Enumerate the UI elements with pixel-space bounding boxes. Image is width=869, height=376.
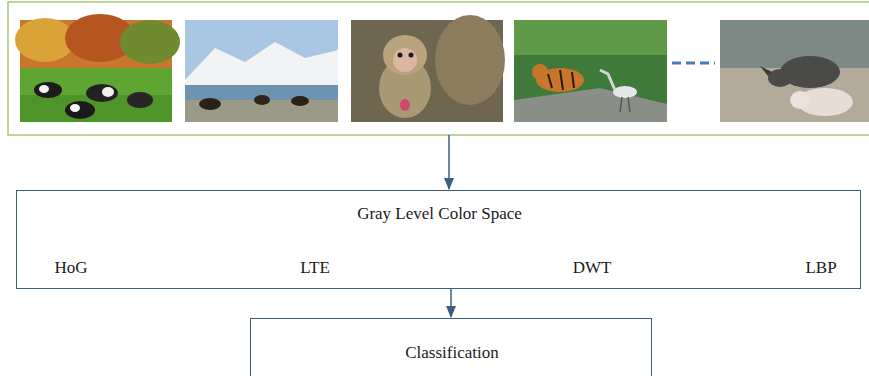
- box-title: Gray Level Color Space: [357, 204, 522, 224]
- photo-mountains: [185, 20, 338, 122]
- feature-label: LBP: [805, 258, 836, 278]
- feature-label: LTE: [300, 258, 330, 278]
- process-box: Classification: [250, 318, 652, 376]
- flow-arrow: [450, 289, 452, 317]
- image-panel: [8, 2, 869, 135]
- dashed-continuation: [672, 62, 715, 65]
- flow-arrow: [448, 135, 450, 189]
- feature-label: HoG: [54, 258, 87, 278]
- feature-label: DWT: [573, 258, 612, 278]
- photo-monkey: [351, 15, 505, 122]
- box-title: Classification: [405, 343, 498, 363]
- photo-tiger-heron: [514, 20, 667, 122]
- photo-cows: [15, 14, 180, 122]
- process-box: Gray Level Color SpaceHoG LTE DWT LBP: [16, 190, 861, 289]
- photo-rhino-pig: [720, 20, 869, 122]
